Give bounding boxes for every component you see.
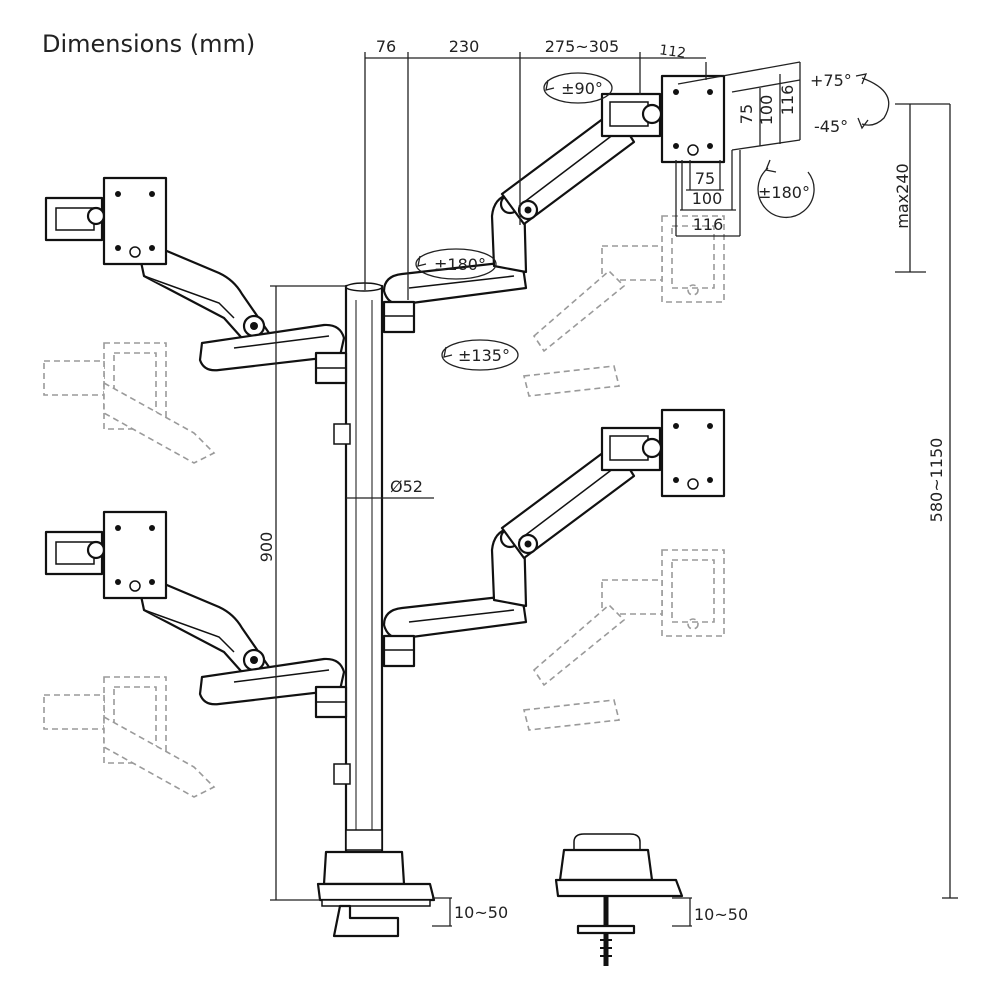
rotate-135-label: ±135° [458, 346, 510, 365]
tilt-down-label: -45° [814, 117, 848, 136]
dim-275-305: 275~305 [545, 37, 619, 56]
clamp-range-b: 10~50 [672, 897, 748, 927]
clamp-range-a: 10~50 [432, 897, 508, 927]
clamp-range-a-label: 10~50 [454, 903, 508, 922]
total-height-label: 580~1150 [927, 438, 946, 523]
rotate-180-plate-badge: ±180° [757, 159, 815, 219]
vesa-75-horizontal: 75 [695, 169, 715, 188]
arm-bottom-left [44, 512, 346, 797]
vesa-100-vertical: 100 [757, 95, 776, 126]
rotate-180-arm-badge: ±180° [415, 248, 497, 280]
dim-76: 76 [376, 37, 396, 56]
pole-diameter-label: Ø52 [390, 477, 423, 496]
max-height-label: max240 [893, 163, 912, 228]
rotate-135-badge: ±135° [441, 339, 519, 371]
vesa-100-horizontal: 100 [692, 189, 723, 208]
rotate-180-arm-label: ±180° [434, 255, 486, 274]
max-height-dimension: max240 [893, 103, 950, 273]
pole-height-dimension: 900 [257, 285, 346, 901]
arm-top-right [384, 76, 724, 396]
pole [316, 282, 436, 938]
dim-112: 112 [658, 42, 687, 62]
diagram-title: Dimensions (mm) [42, 30, 256, 58]
grommet-base [554, 833, 684, 966]
vesa-dimensions: 75 100 116 75 100 116 [675, 61, 801, 237]
dim-230: 230 [449, 37, 480, 56]
arm-bottom-right [384, 410, 724, 730]
swivel-90-label: ±90° [561, 79, 603, 98]
vesa-75-vertical: 75 [737, 104, 756, 124]
rotate-180-plate-label: ±180° [758, 183, 810, 202]
vesa-116-vertical: 116 [778, 85, 797, 116]
arm-top-left [44, 178, 346, 463]
swivel-90-badge: ±90° [543, 72, 613, 104]
pole-diameter-dimension: Ø52 [346, 477, 434, 499]
tilt-up-label: +75° [810, 71, 852, 90]
top-dimension-line: 76 230 275~305 112 [364, 37, 707, 300]
vesa-116-horizontal: 116 [693, 215, 724, 234]
clamp-range-b-label: 10~50 [694, 905, 748, 924]
total-height-dimension: 580~1150 [927, 104, 958, 899]
tilt-indicator: +75° -45° [810, 71, 890, 136]
pole-height-label: 900 [257, 532, 276, 563]
